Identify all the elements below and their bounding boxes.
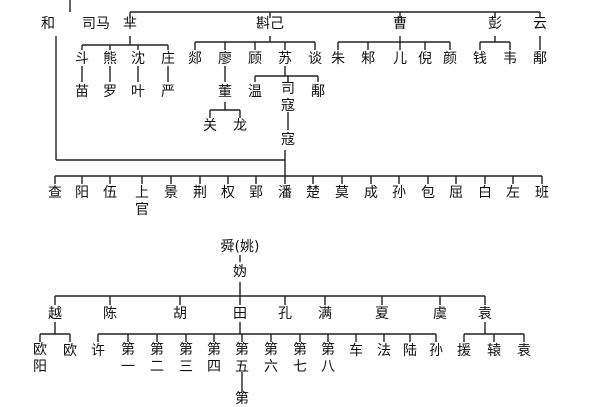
node-yang: 阳	[75, 185, 89, 201]
node-quan: 权	[221, 185, 235, 201]
node-ni: 倪	[418, 51, 432, 67]
node-di-2: 第二	[150, 342, 164, 375]
node-che: 车	[349, 343, 363, 359]
node-qu: 屈	[449, 185, 463, 201]
node-cheng: 成	[364, 185, 378, 201]
node-chu: 楚	[306, 185, 320, 201]
node-gui: 妫	[233, 264, 247, 280]
node-di-6: 第六	[264, 342, 278, 375]
node-fa: 法	[377, 343, 391, 359]
node-yuan-c: 袁	[517, 343, 531, 359]
node-di-5: 第五	[235, 342, 249, 375]
node-yan: 颜	[443, 51, 457, 67]
node-ban: 班	[535, 185, 549, 201]
node-zha: 查	[48, 185, 62, 201]
node-jing2: 荆	[193, 185, 207, 201]
node-qian: 钱	[473, 51, 487, 67]
node-zhuang: 庄	[161, 51, 175, 67]
node-sun2: 孙	[429, 343, 443, 359]
node-fu: 鄅	[311, 84, 325, 100]
node-kong: 孔	[278, 306, 292, 322]
node-shen: 沈	[131, 51, 145, 67]
node-pan: 潘	[278, 185, 292, 201]
node-he: 和	[41, 16, 55, 32]
node-zuo: 左	[506, 185, 520, 201]
node-bai: 白	[478, 185, 492, 201]
node-shun-yao: 舜(姚)	[220, 239, 260, 255]
node-di-7: 第七	[293, 342, 307, 375]
node-sima: 司马	[82, 16, 110, 32]
node-jing: 景	[164, 185, 178, 201]
node-mo: 莫	[335, 185, 349, 201]
node-tan: 谈	[308, 51, 322, 67]
node-di-3: 第三	[179, 342, 193, 375]
node-ou: 欧	[63, 343, 77, 359]
node-wen: 温	[248, 84, 262, 100]
node-yue: 越	[48, 306, 62, 322]
node-sun: 孙	[392, 185, 406, 201]
node-di-4: 第四	[207, 342, 221, 375]
node-long: 龙	[233, 118, 247, 134]
node-yun: 云	[533, 16, 547, 32]
node-chen: 陈	[103, 306, 117, 322]
node-lu: 陆	[403, 343, 417, 359]
node-peng: 彭	[488, 16, 502, 32]
node-zhanji: 斟己	[256, 16, 284, 32]
node-hu: 胡	[173, 306, 187, 322]
node-kou: 寇	[281, 132, 295, 148]
node-luo: 罗	[103, 84, 117, 100]
node-di-1: 第一	[121, 342, 135, 375]
node-zhu2: 邾	[361, 51, 375, 67]
node-liao: 廖	[218, 51, 232, 67]
node-ying: 郢	[249, 185, 263, 201]
node-tan-yan: 郯	[188, 51, 202, 67]
node-yu: 虞	[433, 306, 447, 322]
node-di-8: 第八	[321, 342, 335, 375]
node-man: 满	[318, 306, 332, 322]
node-di-cutoff: 第	[235, 391, 249, 407]
node-shangguan: 上官	[135, 185, 149, 218]
node-bao: 包	[421, 185, 435, 201]
node-gu: 顾	[248, 51, 262, 67]
node-yun2: 鄅	[533, 51, 547, 67]
node-ouyang: 欧阳	[33, 342, 47, 375]
node-yuan-b: 辕	[487, 343, 501, 359]
node-er: 儿	[393, 51, 407, 67]
node-miao: 苗	[75, 84, 89, 100]
node-yuan-a: 援	[457, 343, 471, 359]
node-zhu: 朱	[331, 51, 345, 67]
node-wei: 韦	[503, 51, 517, 67]
node-guan: 关	[203, 118, 217, 134]
node-ye: 叶	[131, 84, 145, 100]
node-wu: 伍	[103, 185, 117, 201]
node-sikou: 司寇	[281, 81, 295, 114]
node-tian: 田	[233, 306, 247, 322]
node-xu: 许	[91, 343, 105, 359]
node-mi: 芈	[123, 16, 137, 32]
node-xiong: 熊	[103, 51, 117, 67]
node-xia: 夏	[375, 306, 389, 322]
node-su: 苏	[278, 51, 292, 67]
node-dou: 斗	[75, 51, 89, 67]
node-yuan: 袁	[478, 306, 492, 322]
node-yan2: 严	[161, 84, 175, 100]
node-dong: 董	[218, 84, 232, 100]
node-cao: 曹	[393, 16, 407, 32]
